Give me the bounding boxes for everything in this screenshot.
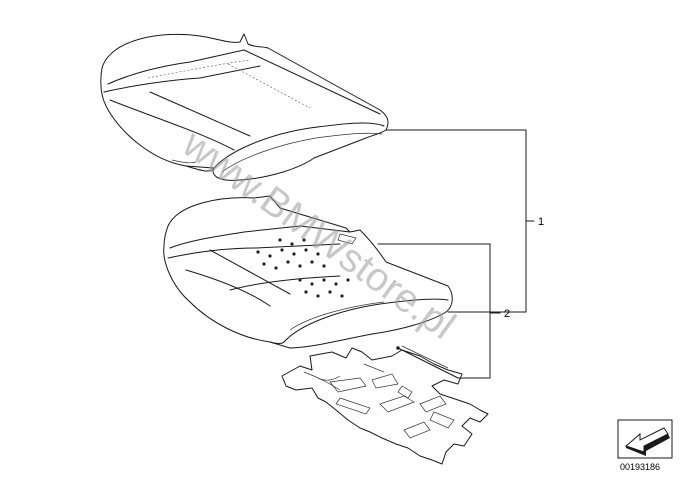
perforation-pattern [256,238,350,298]
catalog-number: 00193186 [620,462,660,472]
seat-cover-upper-part[interactable] [100,33,389,181]
direction-arrow-icon [617,419,673,459]
callout-leader-lines [377,129,535,379]
heating-mat-part[interactable] [281,345,489,465]
callout-label-2: 2 [504,308,510,320]
callout-label-1: 1 [538,216,544,228]
seat-cushion-lower-part[interactable] [163,195,453,349]
